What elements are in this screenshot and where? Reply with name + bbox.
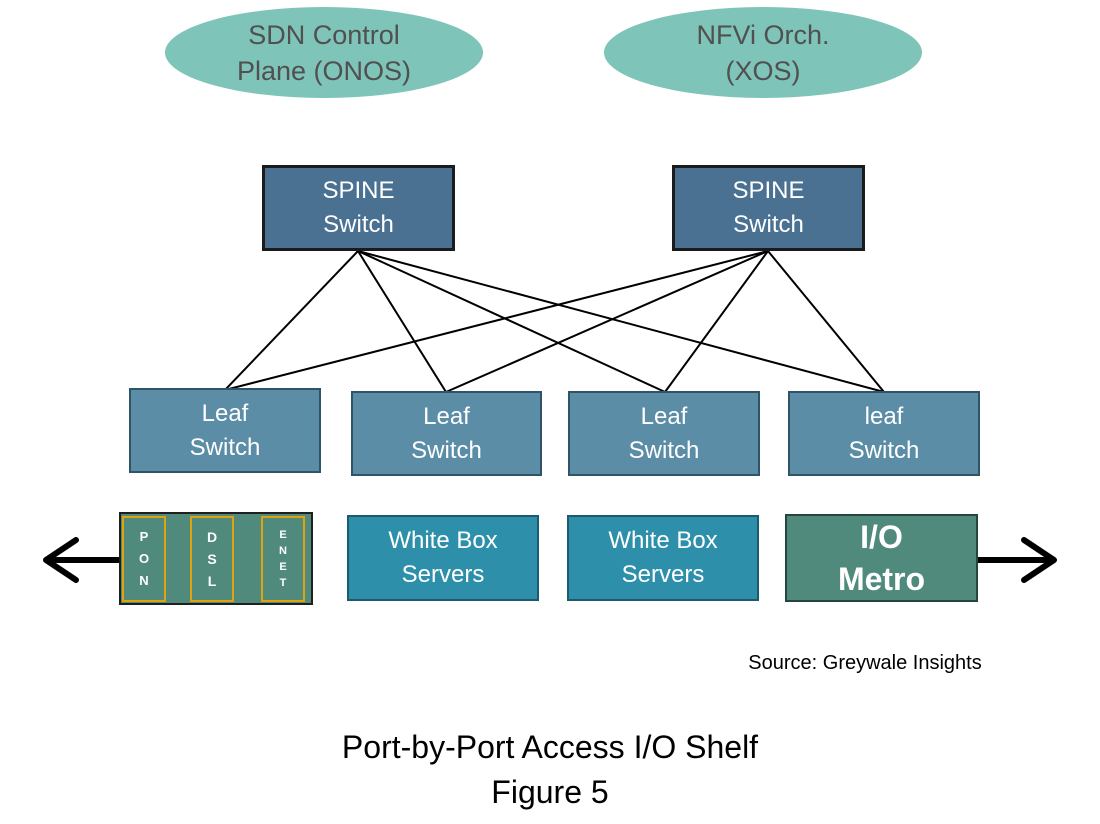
port-pon-letter-3: N bbox=[139, 573, 149, 588]
spine-switch-1: SPINE Switch bbox=[262, 165, 455, 251]
leaf-switch-4: leaf Switch bbox=[788, 391, 980, 476]
link-spine1-leaf2 bbox=[357, 250, 447, 393]
io-metro-box: I/O Metro bbox=[785, 514, 978, 602]
leaf-switch-3-line2: Switch bbox=[628, 436, 700, 464]
white-box-servers-2-line1: White Box bbox=[608, 527, 718, 554]
access-io-shelf bbox=[119, 512, 313, 605]
link-spine2-leaf4 bbox=[767, 250, 885, 393]
leaf-switch-1: Leaf Switch bbox=[129, 388, 321, 473]
port-dsl-letter-1: D bbox=[206, 529, 218, 545]
port-dsl-letter-2: S bbox=[207, 551, 217, 567]
white-box-servers-1-line2: Servers bbox=[401, 561, 485, 588]
leaf-switch-2: Leaf Switch bbox=[351, 391, 542, 476]
port-enet: E N E T bbox=[261, 516, 305, 602]
link-spine1-leaf1 bbox=[224, 250, 359, 391]
nfvi-orchestrator-line2: (XOS) bbox=[725, 55, 801, 86]
leaf-switch-3-line1: Leaf bbox=[640, 402, 688, 430]
spine-switch-1-line1: SPINE bbox=[322, 177, 395, 204]
leaf-switch-1-line1: Leaf bbox=[201, 399, 249, 427]
port-pon-letter-1: P bbox=[139, 529, 149, 544]
source-credit: Source: Greywale Insights bbox=[748, 652, 982, 674]
leaf-switch-4-line1: leaf bbox=[864, 402, 904, 430]
leaf-switch-3: Leaf Switch bbox=[568, 391, 760, 476]
link-spine2-leaf3 bbox=[664, 250, 769, 393]
spine-switch-2-line1: SPINE bbox=[732, 177, 805, 204]
figure-caption-number: Figure 5 bbox=[491, 774, 609, 810]
nfvi-orchestrator-ellipse: NFVi Orch. (XOS) bbox=[604, 7, 922, 98]
port-enet-letter-3: E bbox=[279, 561, 287, 573]
spine-switch-2: SPINE Switch bbox=[672, 165, 865, 251]
link-spine1-leaf3 bbox=[357, 250, 666, 393]
spine-switch-1-line2: Switch bbox=[323, 211, 394, 238]
white-box-servers-2-line2: Servers bbox=[621, 561, 705, 588]
leaf-switch-4-line2: Switch bbox=[848, 436, 920, 464]
leaf-switch-2-line1: Leaf bbox=[423, 402, 470, 430]
sdn-controller-line1: SDN Control bbox=[248, 19, 400, 50]
sdn-controller-ellipse: SDN Control Plane (ONOS) bbox=[165, 7, 483, 98]
link-spine2-leaf2 bbox=[445, 250, 769, 393]
io-metro-line2: Metro bbox=[837, 561, 926, 597]
white-box-servers-1-line1: White Box bbox=[388, 527, 498, 554]
port-enet-letter-1: E bbox=[279, 529, 287, 541]
white-box-servers-1: White Box Servers bbox=[347, 515, 539, 601]
sdn-controller-line2: Plane (ONOS) bbox=[236, 55, 412, 86]
port-pon-letter-2: O bbox=[138, 551, 150, 566]
left-arrow bbox=[43, 537, 124, 583]
nfvi-orchestrator-line1: NFVi Orch. bbox=[696, 19, 830, 50]
link-spine1-leaf4 bbox=[357, 250, 885, 393]
leaf-switch-2-line2: Switch bbox=[411, 436, 482, 464]
spine-leaf-links bbox=[224, 250, 885, 393]
port-enet-letter-2: N bbox=[279, 545, 287, 557]
figure-caption-title: Port-by-Port Access I/O Shelf bbox=[341, 729, 759, 765]
spine-switch-2-line2: Switch bbox=[733, 211, 804, 238]
link-spine2-leaf1 bbox=[224, 250, 769, 391]
right-arrow bbox=[975, 537, 1057, 583]
port-pon: P O N bbox=[122, 516, 166, 602]
white-box-servers-2: White Box Servers bbox=[567, 515, 759, 601]
port-dsl-letter-3: L bbox=[207, 573, 217, 589]
port-enet-letter-4: T bbox=[279, 577, 287, 589]
io-metro-line1: I/O bbox=[860, 519, 903, 555]
port-dsl: D S L bbox=[190, 516, 234, 602]
leaf-switch-1-line2: Switch bbox=[189, 433, 261, 461]
